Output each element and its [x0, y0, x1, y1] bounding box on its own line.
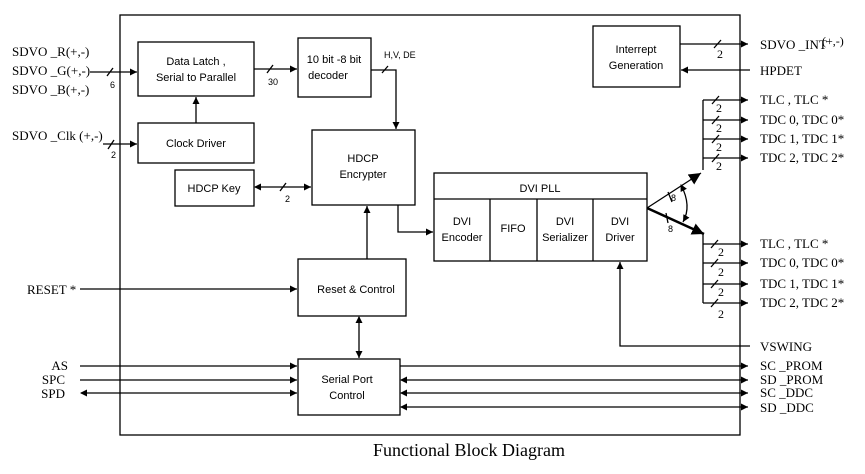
- hdcp-key-block: HDCP Key: [174, 169, 255, 207]
- fifo-label: FIFO: [500, 223, 525, 235]
- lower-output-group: 2 2 2 2: [703, 239, 748, 321]
- clock-driver-label: Clock Driver: [166, 138, 226, 150]
- upper-output-group: 2 2 2 2: [703, 95, 748, 173]
- svg-text:2: 2: [718, 307, 724, 321]
- dvi-driver-label-2: Driver: [605, 232, 635, 244]
- lower-bus-width: 8: [668, 224, 673, 234]
- decoder-block: 10 bit -8 bit decoder: [297, 37, 372, 98]
- interrupt-generation-block: Interrept Generation: [592, 25, 681, 88]
- interrupt-generation-label-2: Generation: [609, 60, 663, 72]
- as-label: AS: [51, 358, 68, 373]
- lower-tdc1-label: TDC 1, TDC 1*: [760, 276, 844, 291]
- sdvo-int-bus-width: 2: [717, 47, 723, 61]
- clk-bus-width: 2: [111, 150, 116, 160]
- svg-text:2: 2: [718, 245, 724, 259]
- upper-tdc1-label: TDC 1, TDC 1*: [760, 131, 844, 146]
- lower-tdc0-label: TDC 0, TDC 0*: [760, 255, 844, 270]
- dvi-encoder-label-1: DVI: [453, 216, 471, 228]
- vswing-label: VSWING: [760, 339, 812, 354]
- hdcp-encrypter-label-2: Encrypter: [339, 169, 386, 181]
- bus-slash: [266, 64, 274, 74]
- lower-output-arrow: [646, 206, 705, 236]
- bus-slash: [667, 191, 673, 203]
- spd-label: SPD: [41, 386, 65, 401]
- dvi-pll-label: DVI PLL: [520, 183, 561, 195]
- decoder-to-hdcp-arrow: [371, 69, 400, 129]
- upper-tdc2-label: TDC 2, TDC 2*: [760, 150, 844, 165]
- chip-boundary: [119, 14, 741, 436]
- sdvo-r-label: SDVO _R(+,-): [12, 44, 89, 59]
- decoder-label-2: decoder: [308, 70, 348, 82]
- sc-ddc-label: SC _DDC: [760, 385, 813, 400]
- upper-output-arrow: [646, 172, 702, 209]
- reset-control-label: Reset & Control: [317, 284, 395, 296]
- sdvo-g-label: SDVO _G(+,-): [12, 63, 90, 78]
- bus-slash: [279, 182, 287, 192]
- reset-label: RESET *: [27, 282, 76, 297]
- latch-bus-width: 30: [268, 77, 278, 87]
- dvi-pipeline: DVI PLL DVI Encoder FIFO DVI Serializer …: [433, 172, 648, 262]
- reset-control-block: Reset & Control: [297, 258, 407, 317]
- serial-port-control-label-2: Control: [329, 390, 364, 402]
- rgb-bus-width: 6: [110, 80, 115, 90]
- lower-tlc-label: TLC , TLC *: [760, 236, 828, 251]
- sd-prom-label: SD _PROM: [760, 372, 824, 387]
- svg-text:2: 2: [716, 101, 722, 115]
- data-latch-block: Data Latch , Serial to Parallel: [137, 41, 255, 97]
- bus-slash: [665, 212, 669, 224]
- serial-port-control-block: Serial Port Control: [297, 358, 401, 416]
- bus-slash: [107, 139, 115, 150]
- sdvo-int-label: SDVO _INT: [760, 37, 827, 52]
- bus-slash: [381, 65, 389, 74]
- data-latch-label-1: Data Latch ,: [166, 56, 225, 68]
- diagram-title: Functional Block Diagram: [373, 440, 565, 460]
- dvi-encoder-label-2: Encoder: [442, 232, 483, 244]
- sdvo-int-suffix: (+,-): [822, 34, 844, 48]
- decoder-label-1: 10 bit -8 bit: [307, 54, 361, 66]
- dvi-driver-label-1: DVI: [611, 216, 629, 228]
- vswing-arrow: [616, 262, 750, 347]
- dvi-serializer-label-1: DVI: [556, 216, 574, 228]
- hdcp-encrypter-block: HDCP Encrypter: [311, 129, 416, 206]
- selection-arc: [680, 184, 690, 223]
- hpdet-label: HPDET: [760, 63, 802, 78]
- dvi-serializer-label-2: Serializer: [542, 232, 588, 244]
- serial-port-control-label-1: Serial Port: [321, 374, 372, 386]
- hdcp-encrypter-label-1: HDCP: [347, 153, 378, 165]
- interrupt-generation-label-1: Interrept: [616, 44, 657, 56]
- hdcp-key-label: HDCP Key: [188, 183, 241, 195]
- data-latch-label-2: Serial to Parallel: [156, 72, 236, 84]
- clock-driver-block: Clock Driver: [137, 122, 255, 164]
- svg-text:2: 2: [718, 285, 724, 299]
- bus-slash: [106, 67, 114, 77]
- svg-text:2: 2: [716, 121, 722, 135]
- hdcp-key-bus-width: 2: [285, 194, 290, 204]
- hdcp-to-encoder-arrow: [397, 205, 433, 236]
- upper-tdc0-label: TDC 0, TDC 0*: [760, 112, 844, 127]
- sdvo-clk-label: SDVO _Clk (+,-): [12, 128, 103, 143]
- decoder-out-label: H,V, DE: [384, 50, 416, 60]
- svg-text:2: 2: [718, 265, 724, 279]
- upper-tlc-label: TLC , TLC *: [760, 92, 828, 107]
- sdvo-b-label: SDVO _B(+,-): [12, 82, 89, 97]
- spc-label: SPC: [42, 372, 65, 387]
- svg-text:2: 2: [716, 140, 722, 154]
- svg-text:2: 2: [716, 159, 722, 173]
- sc-prom-label: SC _PROM: [760, 358, 823, 373]
- upper-bus-width: 8: [671, 193, 676, 203]
- bus-slash: [713, 39, 722, 49]
- sd-ddc-label: SD _DDC: [760, 400, 814, 415]
- lower-tdc2-label: TDC 2, TDC 2*: [760, 295, 844, 310]
